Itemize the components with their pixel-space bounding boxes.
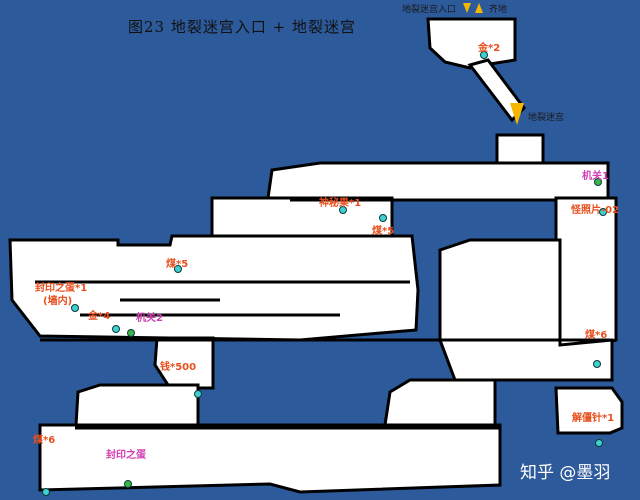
bottom-upper-right bbox=[383, 378, 497, 427]
qidi-note: 齐地 bbox=[489, 5, 508, 15]
watermark: 知乎 @墨羽 bbox=[520, 463, 611, 483]
bottom-hall bbox=[38, 423, 502, 494]
maze-note: 地裂迷宫 bbox=[528, 113, 565, 123]
item-label: 煤*5 bbox=[166, 259, 189, 270]
map-floor bbox=[8, 17, 624, 494]
entrance-room bbox=[426, 17, 517, 70]
mystery-room bbox=[210, 196, 394, 240]
switch-label: 机关2 bbox=[136, 313, 163, 324]
bottom-upper-left bbox=[74, 383, 200, 427]
item-label: 煤*6 bbox=[585, 330, 608, 341]
diagonal-corridor bbox=[467, 58, 526, 123]
entrance-note: 地裂迷宫入口 bbox=[402, 5, 457, 15]
item-dots bbox=[42, 51, 607, 496]
item-label: 金*2 bbox=[478, 43, 501, 54]
item-label: 封印之蛋*1 bbox=[35, 283, 88, 294]
item-label: 金*4 bbox=[88, 311, 111, 322]
qidi-up-arrow bbox=[475, 3, 483, 13]
item-label: 神秘果*1 bbox=[319, 198, 362, 209]
switch-label: 机关1 bbox=[582, 171, 609, 182]
item-label: 煤*5 bbox=[372, 226, 395, 237]
entrance-down-arrow bbox=[463, 3, 471, 13]
inner-walls bbox=[35, 198, 610, 430]
maze-down-arrow[interactable] bbox=[510, 103, 524, 125]
switch-label: 封印之蛋 bbox=[106, 450, 146, 461]
map-title: 图23 地裂迷宫入口 + 地裂迷宫 bbox=[128, 18, 356, 36]
item-label: 怪照片-02 bbox=[571, 205, 620, 216]
photo-room bbox=[554, 196, 618, 347]
item-label: 钱*500 bbox=[160, 362, 197, 373]
item-label: 解僵针*1 bbox=[572, 413, 615, 424]
item-label: 煤*6 bbox=[33, 435, 56, 446]
item-label: (墙内) bbox=[43, 296, 73, 307]
needle-room bbox=[554, 386, 624, 435]
right-hall bbox=[438, 238, 614, 382]
